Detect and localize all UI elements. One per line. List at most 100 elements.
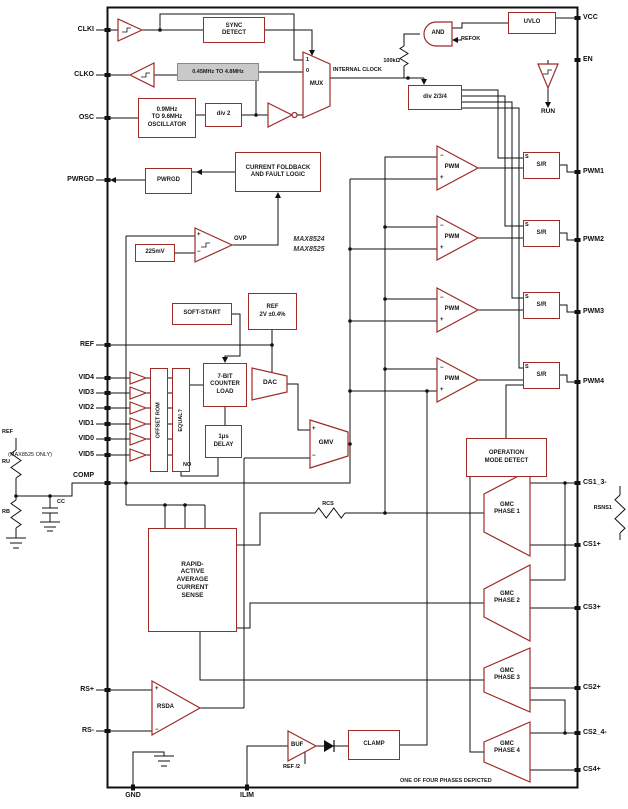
sr4-s-input-label: S	[525, 364, 529, 370]
ref-half-label: REF /2	[283, 764, 301, 770]
clki-buffer	[117, 18, 144, 42]
soft-start-block: SOFT-START	[172, 303, 232, 325]
en-schmitt	[537, 63, 559, 90]
gmv-plus-sign: +	[312, 426, 316, 432]
internal-clock-label: INTERNAL CLOCK	[333, 67, 382, 73]
gmc4-label: GMC PHASE 4	[494, 741, 520, 754]
pwm1-plus-sign: +	[440, 175, 444, 181]
rsda-amp	[151, 679, 202, 737]
sr-latch-2: S/R	[523, 220, 560, 247]
pin-cs2-plus: CS2+	[583, 684, 601, 691]
vid5-buffer	[129, 448, 148, 462]
pwm4-label: PWM	[444, 376, 460, 382]
rsda-minus-sign: −	[155, 727, 159, 733]
equal-label: EQUAL?	[177, 408, 184, 432]
pin-vcc: VCC	[583, 14, 598, 21]
no-label: NO	[183, 462, 192, 468]
clko-buffer	[128, 62, 155, 88]
vid4-buffer	[129, 371, 148, 385]
dac-shape	[251, 367, 288, 401]
gmc2-label: GMC PHASE 2	[494, 591, 520, 604]
gmc3-label: GMC PHASE 3	[494, 668, 520, 681]
rsns1-label: RSNS1	[593, 505, 612, 511]
gmc4-amp	[483, 721, 531, 783]
pwm1-minus-sign: −	[440, 153, 444, 159]
ru-resistor	[10, 449, 22, 479]
pin-vid1: VID1	[78, 420, 94, 427]
pwm3-comparator	[436, 286, 480, 334]
ovp-label: OVP	[234, 236, 247, 242]
pwm1-label: PWM	[444, 164, 460, 170]
equal-block: EQUAL?	[172, 368, 190, 472]
pin-clko: CLKO	[74, 71, 94, 78]
buf-amp	[287, 729, 318, 763]
gmc3-amp	[483, 647, 531, 713]
vid0-buffer	[129, 432, 148, 446]
mux-label: MUX	[309, 81, 324, 87]
inverter-bubble	[291, 111, 298, 119]
mux-input0-label: 0	[306, 68, 310, 74]
ru-label: RU	[2, 459, 10, 465]
pin-rs-minus: RS-	[81, 727, 94, 734]
pin-comp: COMP	[73, 472, 94, 479]
mux-shape	[302, 51, 331, 119]
ovp-minus-sign: −	[197, 249, 201, 255]
pwm2-comparator	[436, 214, 480, 262]
gmv-amp	[309, 419, 349, 469]
ovp-comparator	[194, 227, 234, 263]
ovp-plus-sign: +	[197, 232, 201, 238]
pin-cs1-plus: CS1+	[583, 541, 601, 548]
sr2-s-input-label: S	[525, 222, 529, 228]
pin-vid5: VID5	[78, 451, 94, 458]
part-number-2: MAX8525	[293, 246, 325, 253]
pin-pwm4: PWM4	[583, 378, 604, 385]
rb-label: RB	[2, 509, 10, 515]
ground-symbols	[6, 521, 174, 767]
pwm3-label: PWM	[444, 306, 460, 312]
gmc1-label: GMC PHASE 1	[494, 502, 520, 515]
schmitt-glyphs	[122, 27, 552, 248]
mux-input1-label: 1	[306, 57, 310, 63]
pwm3-plus-sign: +	[440, 317, 444, 323]
gmv-label: GMV	[318, 439, 334, 446]
dac-label: DAC	[262, 379, 278, 386]
r100k-resistor	[399, 45, 409, 67]
buf-label: BUF	[291, 742, 304, 748]
and-gate	[423, 21, 453, 47]
pwm2-plus-sign: +	[440, 245, 444, 251]
pwm3-minus-sign: −	[440, 295, 444, 301]
pin-cs4-plus: CS4+	[583, 766, 601, 773]
vid2-buffer	[129, 401, 148, 415]
pin-en: EN	[583, 56, 593, 63]
div234-block: div 2/3/4	[408, 85, 462, 110]
pin-osc: OSC	[78, 114, 94, 121]
cc-label: CC	[57, 499, 65, 505]
uvlo-block: UVLO	[508, 12, 556, 34]
pin-pwm2: PWM2	[583, 236, 604, 243]
inverter-buffer	[267, 102, 294, 128]
wires	[15, 13, 621, 788]
sr-latch-1: S/R	[523, 152, 560, 179]
pin-vid2: VID2	[78, 404, 94, 411]
vid5-note: (MAX8525 ONLY)	[8, 452, 52, 458]
rsda-plus-sign: +	[155, 686, 159, 692]
pin-pwm1: PWM1	[583, 168, 604, 175]
counter-block: 7-BIT COUNTER LOAD	[203, 363, 247, 407]
pin-marks	[104, 16, 581, 791]
rcs-label: RCS	[322, 501, 334, 507]
chip-boundary	[106, 6, 579, 789]
pin-cs2-4-minus: CS2_4-	[583, 729, 607, 736]
pwm2-minus-sign: −	[440, 223, 444, 229]
and-gate-label: AND	[431, 30, 445, 36]
ext-ref-label: REF	[2, 429, 13, 435]
pwm4-minus-sign: −	[440, 365, 444, 371]
pwm4-comparator	[436, 356, 480, 404]
div2-block: div 2	[205, 103, 242, 127]
r100k-label: 100kΩ	[383, 58, 400, 64]
pin-ref: REF	[80, 341, 94, 348]
vid3-buffer	[129, 386, 148, 400]
rsda-label: RSDA	[157, 704, 175, 710]
gmc1-amp	[483, 469, 531, 557]
